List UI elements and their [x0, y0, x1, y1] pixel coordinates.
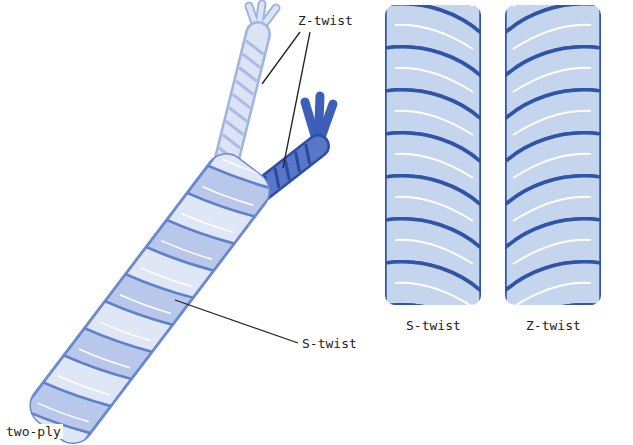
yarn-segment — [385, 262, 481, 305]
twist-stroke — [275, 169, 279, 187]
s-twist-yarn — [385, 5, 481, 305]
yarn-highlight — [395, 283, 473, 305]
part-label: Z-twist — [296, 13, 355, 28]
twist-stroke — [227, 122, 243, 134]
part-label: Z-twist — [524, 318, 583, 333]
yarn-segment — [385, 305, 481, 306]
ply-highlight — [243, 147, 276, 164]
two-ply-rope — [2, 94, 316, 445]
twist-stroke — [285, 161, 289, 179]
twist-stroke — [240, 68, 256, 80]
twist-stroke — [247, 41, 263, 53]
part-label: two-ply — [4, 424, 63, 439]
twist-stroke — [296, 153, 300, 171]
leader-lines — [175, 32, 310, 343]
ply-highlight — [223, 147, 274, 191]
twist-stroke — [224, 135, 240, 147]
z-twist-yarn — [505, 5, 601, 305]
part-label: S-twist — [404, 318, 463, 333]
yarn-segment — [505, 305, 601, 306]
ply-segment — [228, 147, 276, 180]
part-label: S-twist — [300, 336, 359, 351]
twist-stroke — [234, 95, 250, 107]
twist-stroke — [230, 108, 246, 120]
twist-stroke — [237, 82, 253, 94]
twist-stroke — [306, 145, 310, 163]
yarn-highlight — [513, 283, 591, 305]
ply-segment — [208, 147, 277, 207]
yarn-segment — [505, 262, 601, 305]
twist-stroke — [244, 55, 260, 67]
